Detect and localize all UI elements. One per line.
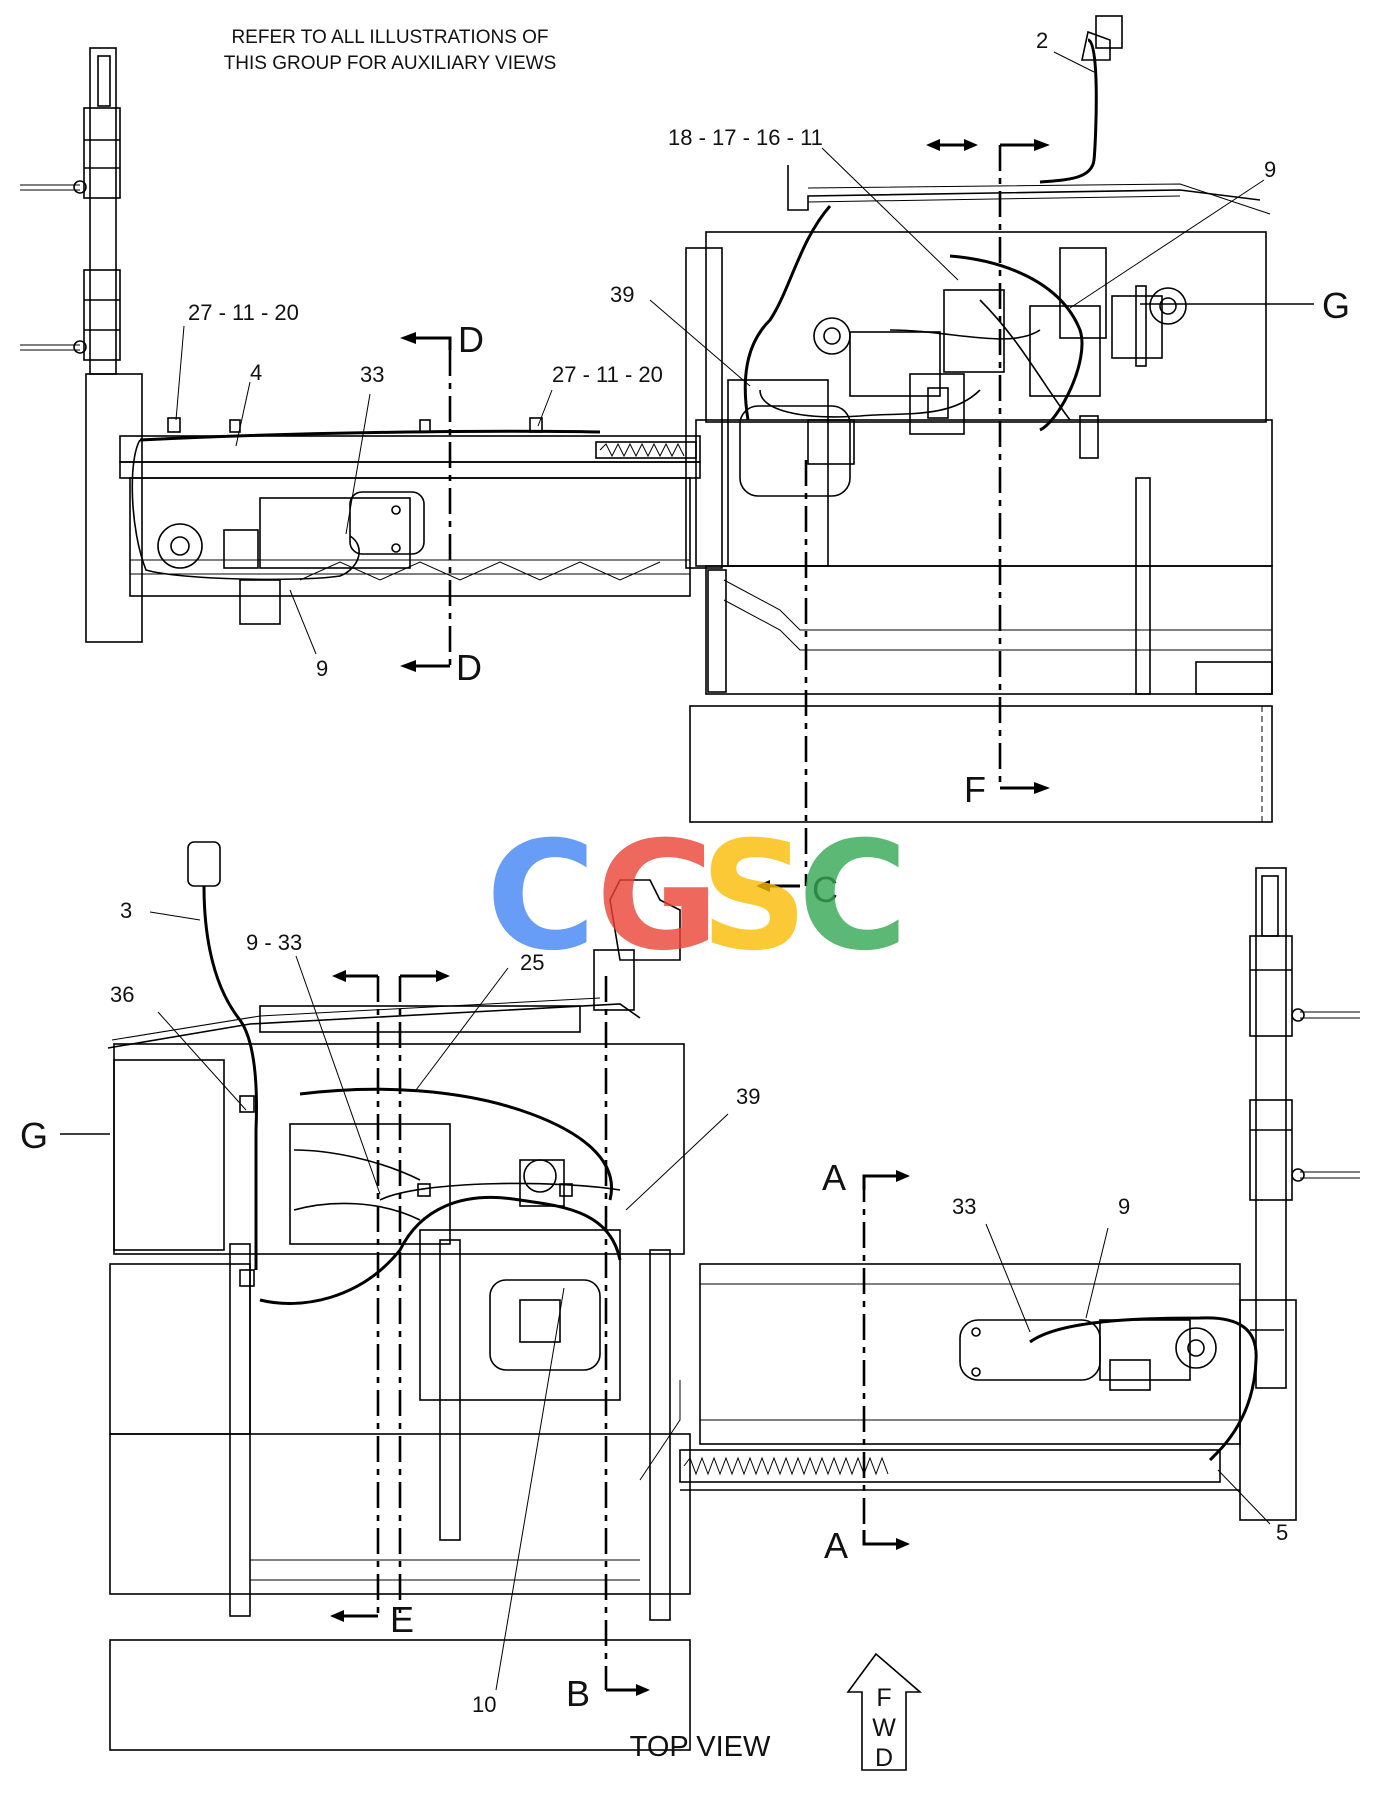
callout-39-top: 39 <box>610 282 634 307</box>
fwd-letter-w: W <box>872 1714 896 1742</box>
watermark-letter-s: S <box>700 810 808 984</box>
callout-3: 3 <box>120 898 132 923</box>
section-a-bottom: A <box>824 1525 848 1566</box>
section-d-top: D <box>458 319 484 360</box>
upper-left-assembly <box>20 47 701 643</box>
callout-2: 2 <box>1036 28 1048 53</box>
watermark-letter-c2: C <box>798 810 908 984</box>
callout-27-11-20-left: 27 - 11 - 20 <box>188 300 299 325</box>
callout-33-top: 33 <box>360 362 384 387</box>
callout-27-11-20-right: 27 - 11 - 20 <box>552 362 663 387</box>
fwd-letter-d: D <box>875 1744 893 1772</box>
section-d-bottom: D <box>456 647 482 688</box>
upper-right-assembly <box>685 15 1273 823</box>
watermark-logo: C G S C <box>486 810 908 984</box>
callout-36: 36 <box>110 982 134 1007</box>
watermark-letter-c1: C <box>486 810 596 984</box>
section-b: B <box>566 1673 590 1714</box>
lower-right-assembly <box>679 867 1360 1521</box>
section-f: F <box>964 769 986 810</box>
callout-9-top-right: 9 <box>1264 157 1276 182</box>
section-e: E <box>390 1599 414 1640</box>
section-g-bottom: G <box>20 1115 48 1156</box>
section-a-top: A <box>822 1157 846 1198</box>
callout-25: 25 <box>520 950 544 975</box>
callout-9-33: 9 - 33 <box>246 930 302 955</box>
section-g-top: G <box>1322 285 1350 326</box>
lower-left-assembly <box>107 841 691 1751</box>
callout-5: 5 <box>1276 1520 1288 1545</box>
note-line-2: THIS GROUP FOR AUXILIARY VIEWS <box>224 53 557 74</box>
forward-arrow: F W D <box>846 1652 923 1772</box>
fwd-letter-f: F <box>876 1684 891 1712</box>
section-lines <box>60 139 1314 1696</box>
note-line-1: REFER TO ALL ILLUSTRATIONS OF <box>231 27 548 48</box>
callout-18-17-16-11: 18 - 17 - 16 - 11 <box>668 125 823 150</box>
callout-4: 4 <box>250 360 262 385</box>
view-title: TOP VIEW <box>630 1731 771 1763</box>
watermark-letter-g: G <box>596 810 719 984</box>
callout-39-bottom: 39 <box>736 1084 760 1109</box>
section-letters: D D G F C G A A E B <box>20 285 1350 1714</box>
callout-9-bottom: 9 <box>1118 1194 1130 1219</box>
leader-lines <box>149 51 1271 1691</box>
callout-9-top-left: 9 <box>316 656 328 681</box>
section-c: C <box>812 869 838 910</box>
callout-10: 10 <box>472 1692 496 1717</box>
callout-33-bottom: 33 <box>952 1194 976 1219</box>
callout-labels: 2 18 - 17 - 16 - 11 9 39 27 - 11 - 20 4 … <box>110 28 1288 1717</box>
